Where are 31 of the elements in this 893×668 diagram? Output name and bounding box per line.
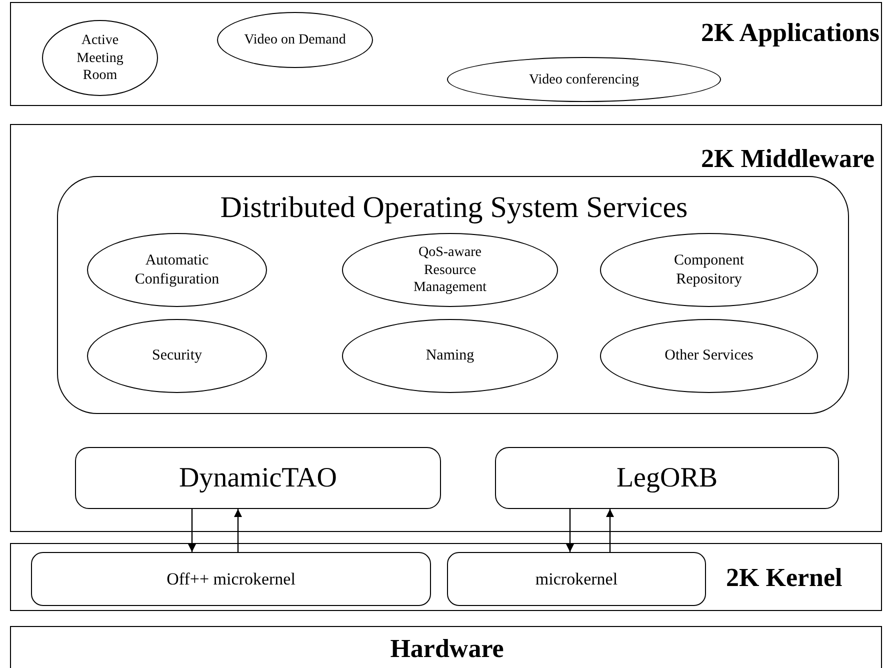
layer-title: 2K Applications <box>701 17 880 49</box>
layer-title: Hardware <box>389 633 505 665</box>
layer-band <box>10 124 882 532</box>
arrow <box>234 509 242 552</box>
node-label: Active Meeting Room <box>76 32 124 84</box>
layer-title: 2K Kernel <box>726 562 842 594</box>
node-label: QoS-aware Resource Management <box>412 244 488 296</box>
layer-band <box>10 626 882 668</box>
orb-box <box>495 447 839 509</box>
node-label: DynamicTAO <box>179 462 337 496</box>
node-label: Video on Demand <box>244 31 346 49</box>
service-group-box <box>57 176 849 414</box>
node-label: microkernel <box>535 568 618 590</box>
arrow <box>566 509 574 552</box>
node-label: Off++ microkernel <box>166 568 296 590</box>
os-box <box>31 552 431 606</box>
arrow <box>188 509 196 552</box>
layer-band <box>10 2 882 106</box>
node-label: Component Repository <box>673 251 745 289</box>
arrow <box>606 509 614 552</box>
orb-box <box>75 447 441 509</box>
node-label: LegORB <box>616 462 718 496</box>
layer-band <box>10 543 882 611</box>
group-title: Distributed Operating System Services <box>219 190 689 226</box>
os-box <box>447 552 706 606</box>
node-label: Video conferencing <box>529 70 639 88</box>
node-label: Automatic Configuration <box>134 251 220 289</box>
node-label: Security <box>152 346 202 366</box>
node-label: Other Services <box>664 346 754 366</box>
layer-title: 2K Middleware <box>701 143 875 175</box>
node-label: Naming <box>426 346 474 366</box>
